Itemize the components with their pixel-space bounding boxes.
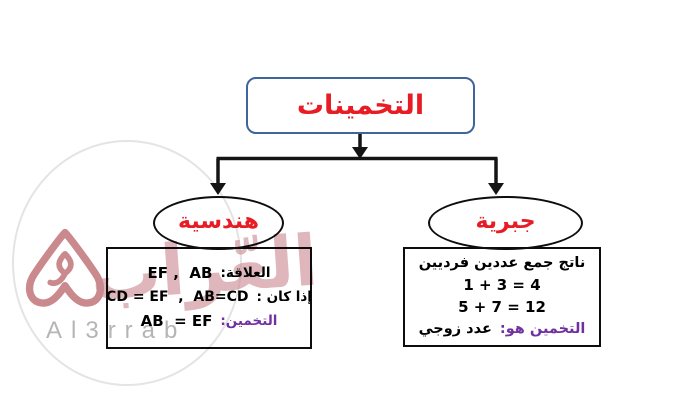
conjecture-line: التخمين: AB = EF xyxy=(141,309,278,333)
example-line-1: 1 + 3 = 4 xyxy=(463,274,540,296)
example-line-2: 5 + 7 = 12 xyxy=(458,296,546,318)
oval-algebraic: جبرية xyxy=(428,196,583,250)
sum-statement-line: ناتج جمع عددين فرديين xyxy=(419,252,586,274)
arrowhead-left xyxy=(210,183,226,195)
conjecture-result-text: عدد زوجي xyxy=(418,321,492,337)
sum-statement-text: ناتج جمع عددين فرديين xyxy=(418,255,586,271)
arrowhead-right xyxy=(488,183,504,195)
relation-label: العلاقة: xyxy=(220,265,271,281)
condition-line: إذا كان : CD = EF , AB=CD xyxy=(106,285,312,309)
conjecture-result-line: التخمين هو: عدد زوجي xyxy=(419,318,586,340)
example-1-text: 1 + 3 = 4 xyxy=(463,276,541,294)
condition-label: إذا كان : xyxy=(256,289,312,305)
arrowhead-root xyxy=(352,147,368,159)
condition-formula: CD = EF , AB=CD xyxy=(106,289,249,305)
title-box: التخمينات xyxy=(246,77,475,134)
geometric-detail-box: العلاقة: EF , AB إذا كان : CD = EF , AB=… xyxy=(106,247,312,349)
title-text: التخمينات xyxy=(296,90,425,121)
oval-algebraic-label: جبرية xyxy=(475,209,536,234)
example-2-text: 5 + 7 = 12 xyxy=(458,298,546,316)
conjecture-result-label: التخمين هو: xyxy=(499,321,586,337)
conjecture-formula: AB = EF xyxy=(140,312,213,330)
algebraic-detail-box: ناتج جمع عددين فرديين 1 + 3 = 4 5 + 7 = … xyxy=(403,247,601,347)
relation-formula: EF , AB xyxy=(147,264,213,282)
oval-geometric-label: هندسية xyxy=(178,209,259,234)
oval-geometric: هندسية xyxy=(153,196,284,250)
relation-line: العلاقة: EF , AB xyxy=(148,261,271,285)
conjecture-label: التخمين: xyxy=(220,313,278,329)
